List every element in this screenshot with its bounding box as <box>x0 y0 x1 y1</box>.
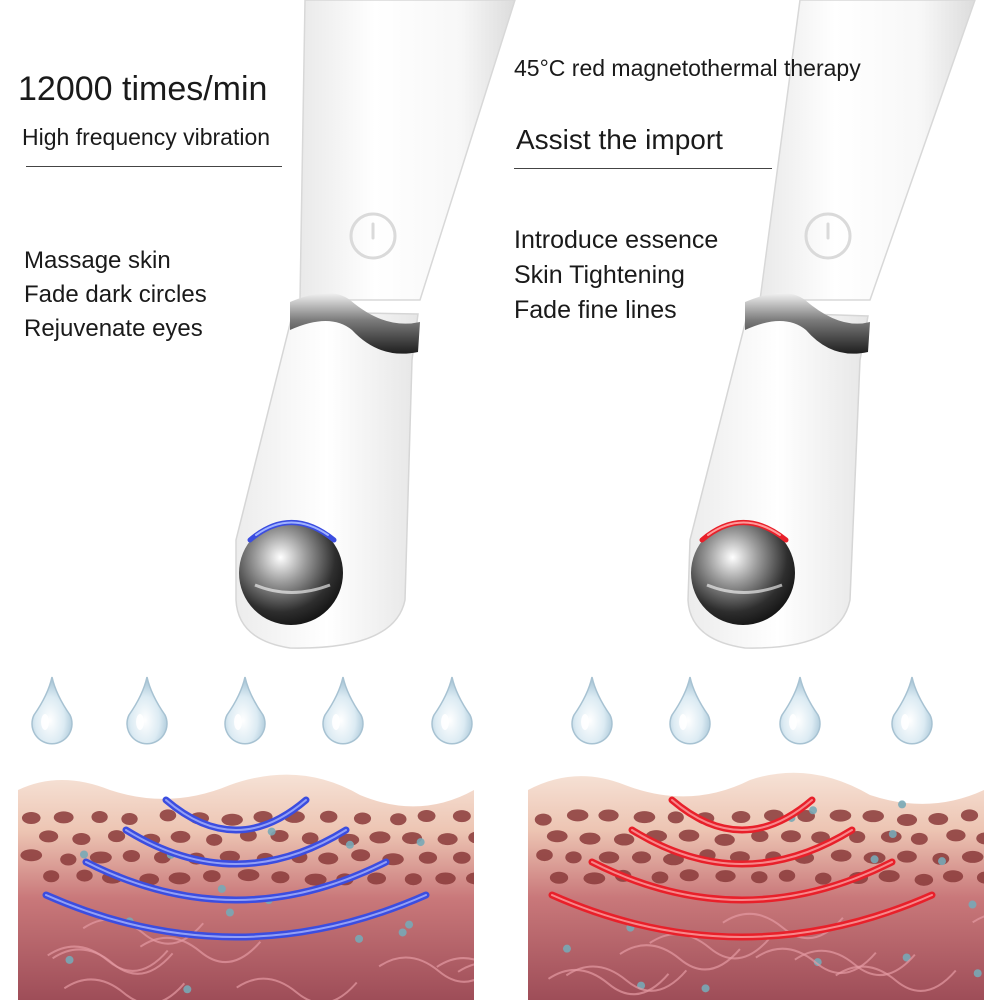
right-subheading: Assist the import <box>516 124 723 155</box>
power-button-icon <box>349 212 397 260</box>
red-heat-waves <box>548 796 936 941</box>
left-divider <box>26 166 282 167</box>
right-eye-massager <box>687 0 976 649</box>
water-drops <box>31 676 933 745</box>
right-heading: 45°C red magnetothermal therapy <box>514 55 861 81</box>
right-divider <box>514 168 772 169</box>
power-button-icon <box>804 212 852 260</box>
left-skin-section <box>18 774 474 1000</box>
right-skin-section <box>528 772 984 1000</box>
left-benefit-1: Massage skin <box>24 247 171 274</box>
water-drop-icon <box>669 676 711 745</box>
water-drop-icon <box>224 676 266 745</box>
blue-vibration-waves <box>42 796 430 941</box>
magnetothermal-ball-icon <box>691 520 795 625</box>
water-drop-icon <box>571 676 613 745</box>
left-heading: 12000 times/min <box>18 70 268 108</box>
water-drop-icon <box>431 676 473 745</box>
water-drop-icon <box>126 676 168 745</box>
water-drop-icon <box>779 676 821 745</box>
magnetothermal-ball-icon <box>239 520 343 625</box>
right-benefit-2: Skin Tightening <box>514 261 685 289</box>
left-subheading: High frequency vibration <box>22 124 271 150</box>
water-drop-icon <box>322 676 364 745</box>
right-benefit-1: Introduce essence <box>514 226 719 254</box>
water-drop-icon <box>891 676 933 745</box>
right-benefit-3: Fade fine lines <box>514 296 677 324</box>
water-drop-icon <box>31 676 73 745</box>
left-eye-massager <box>235 0 516 649</box>
left-benefit-3: Rejuvenate eyes <box>24 315 203 342</box>
left-benefit-2: Fade dark circles <box>24 281 207 308</box>
